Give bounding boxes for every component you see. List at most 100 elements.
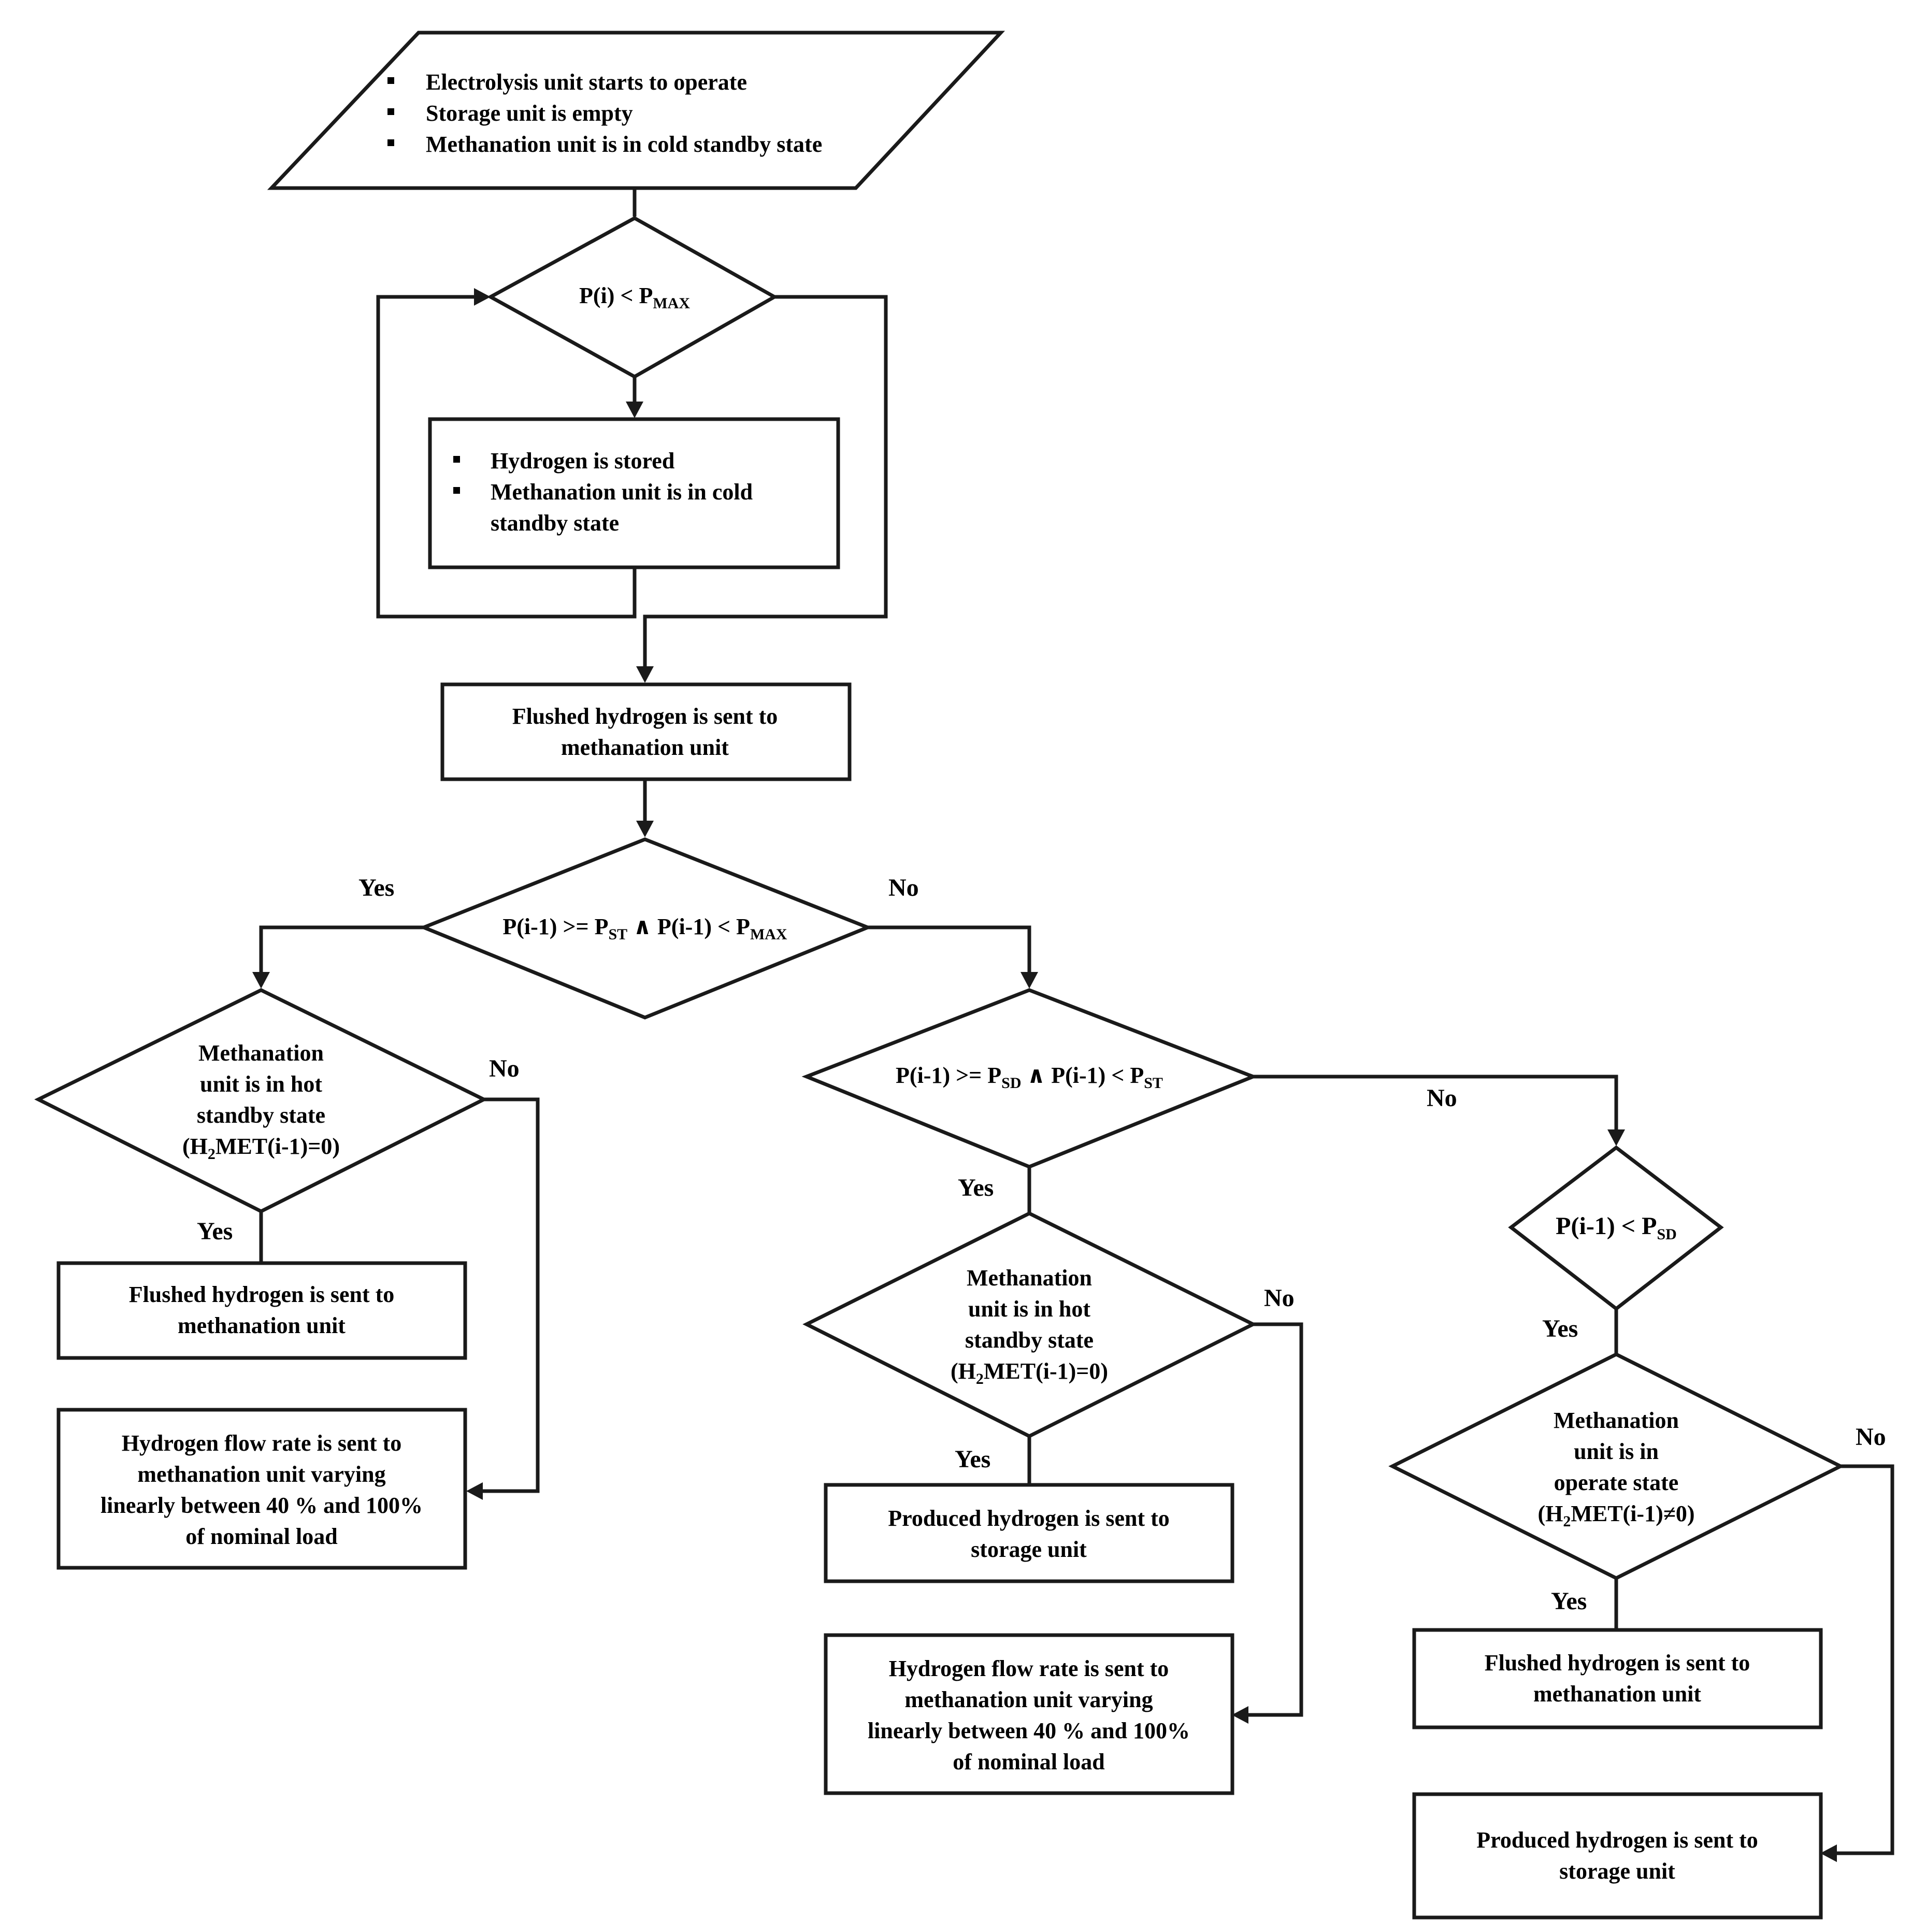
no-label: No — [1427, 1084, 1457, 1112]
decision-diamond — [419, 837, 873, 1020]
flush-box-top: Flushed hydrogen is sent to methanation … — [440, 682, 852, 781]
decision-label: P(i-1) < PSD — [1556, 1212, 1677, 1243]
arrowhead — [626, 402, 643, 418]
bullet-icon — [387, 108, 394, 115]
process-box — [440, 682, 852, 781]
bullet-icon — [387, 139, 394, 146]
right-flush-box: Flushed hydrogen is sent to methanation … — [1412, 1628, 1823, 1729]
yes-label: Yes — [958, 1174, 994, 1201]
yes-label: Yes — [1542, 1315, 1578, 1342]
yes-label: Yes — [1551, 1587, 1587, 1615]
box-line: Flushed hydrogen is sent to — [512, 704, 778, 729]
decision-diamond — [486, 216, 779, 379]
decision-formula: (H2MET(i-1)≠0) — [1537, 1501, 1694, 1530]
start-item-1: Electrolysis unit starts to operate — [426, 69, 747, 95]
arrowhead — [474, 288, 491, 306]
box-line: Flushed hydrogen is sent to — [129, 1282, 395, 1307]
decision-formula: (H2MET(i-1)=0) — [182, 1134, 340, 1163]
right-produced-box: Produced hydrogen is sent to storage uni… — [1412, 1792, 1823, 1920]
left-flush-box: Flushed hydrogen is sent to methanation … — [56, 1261, 467, 1360]
yes-label: Yes — [197, 1218, 233, 1245]
start-item-3: Methanation unit is in cold standby stat… — [426, 132, 822, 157]
bullet-icon — [453, 456, 460, 463]
decision-line: standby state — [965, 1327, 1094, 1353]
decision-p-max: P(i) < PMAX — [486, 216, 779, 379]
no-label: No — [1856, 1423, 1886, 1451]
box-line: of nominal load — [953, 1749, 1104, 1774]
box-line: Hydrogen flow rate is sent to — [889, 1656, 1169, 1681]
left-flow-rate-box: Hydrogen flow rate is sent to methanatio… — [56, 1408, 467, 1570]
start-node: Electrolysis unit starts to operate Stor… — [267, 31, 1005, 190]
arrowhead — [1820, 1844, 1837, 1862]
process-box — [824, 1483, 1234, 1583]
decision-line: unit is in hot — [968, 1296, 1090, 1322]
box-line: Produced hydrogen is sent to — [1476, 1827, 1758, 1853]
decision-operate-state: Methanation unit is in operate state (H2… — [1388, 1352, 1886, 1615]
decision-line: Methanation — [1554, 1408, 1679, 1433]
arrowhead — [636, 821, 654, 837]
process-box — [1412, 1792, 1823, 1920]
decision-diamond — [1508, 1145, 1724, 1311]
arrowhead — [466, 1482, 483, 1500]
arrowhead — [252, 972, 270, 989]
process-box — [56, 1408, 467, 1570]
decision-formula: (H2MET(i-1)=0) — [951, 1358, 1108, 1387]
decision-line: Methanation — [198, 1040, 324, 1066]
conn-d3-no — [483, 1097, 540, 1493]
decision-diamond — [801, 988, 1258, 1169]
process-box — [824, 1633, 1234, 1795]
decision-line: operate state — [1554, 1470, 1679, 1495]
box-line: linearly between 40 % and 100% — [100, 1493, 423, 1518]
bullet-icon — [387, 77, 394, 84]
store-box: Hydrogen is stored Methanation unit is i… — [428, 417, 840, 569]
arrowhead — [1232, 1706, 1248, 1724]
box-line: storage unit — [1559, 1858, 1675, 1884]
decision-line: unit is in hot — [200, 1071, 322, 1097]
no-label: No — [1264, 1284, 1295, 1312]
decision-label: P(i) < PMAX — [579, 283, 690, 312]
mid-produced-box: Produced hydrogen is sent to storage uni… — [824, 1483, 1234, 1583]
box-line: methanation unit — [561, 735, 729, 760]
conn-d5-no — [1248, 1322, 1303, 1717]
decision-pst-pmax: P(i-1) >= PST ∧ P(i-1) < PMAX Yes No — [358, 837, 919, 1020]
conn-d2-no — [868, 925, 1031, 972]
decision-hot-standby-left: Methanation unit is in hot standby state… — [34, 988, 520, 1245]
store-item-2a: Methanation unit is in cold — [491, 479, 753, 505]
box-line: Hydrogen flow rate is sent to — [122, 1430, 402, 1456]
box-line: methanation unit — [1533, 1681, 1701, 1707]
arrowhead — [1021, 972, 1038, 989]
connectors — [252, 188, 1894, 1862]
conn-d2-yes — [259, 925, 424, 972]
arrowhead — [636, 666, 654, 683]
store-item-2b: standby state — [491, 510, 619, 536]
arrowhead — [1607, 1129, 1625, 1146]
process-box — [56, 1261, 467, 1360]
decision-line: Methanation — [967, 1265, 1092, 1291]
conn-d7-no — [1837, 1464, 1894, 1855]
process-box — [428, 417, 840, 569]
start-item-2: Storage unit is empty — [426, 101, 633, 126]
mid-flow-rate-box: Hydrogen flow rate is sent to methanatio… — [824, 1633, 1234, 1795]
decision-diamond — [1388, 1352, 1845, 1580]
process-box — [1412, 1628, 1823, 1729]
decision-hot-standby-mid: Methanation unit is in hot standby state… — [802, 1211, 1295, 1473]
yes-label: Yes — [955, 1446, 990, 1473]
conn-store-loop-back — [376, 295, 637, 619]
yes-label: Yes — [358, 874, 394, 901]
box-line: Produced hydrogen is sent to — [888, 1506, 1170, 1531]
decision-diamond — [34, 988, 488, 1213]
no-label: No — [888, 874, 919, 901]
decision-label: P(i-1) >= PST ∧ P(i-1) < PMAX — [502, 914, 787, 943]
decision-psd-pst: P(i-1) >= PSD ∧ P(i-1) < PST Yes No — [801, 988, 1457, 1201]
store-item-1: Hydrogen is stored — [491, 448, 674, 474]
conn-d4-no — [1253, 1075, 1618, 1129]
box-line: Flushed hydrogen is sent to — [1485, 1650, 1750, 1676]
start-parallelogram — [267, 31, 1005, 190]
bullet-icon — [453, 487, 460, 494]
conn-d1-to-flush — [643, 295, 888, 666]
box-line: methanation unit varying — [137, 1462, 385, 1487]
box-line: storage unit — [971, 1537, 1087, 1562]
decision-diamond — [802, 1211, 1257, 1438]
decision-line: unit is in — [1574, 1439, 1659, 1464]
